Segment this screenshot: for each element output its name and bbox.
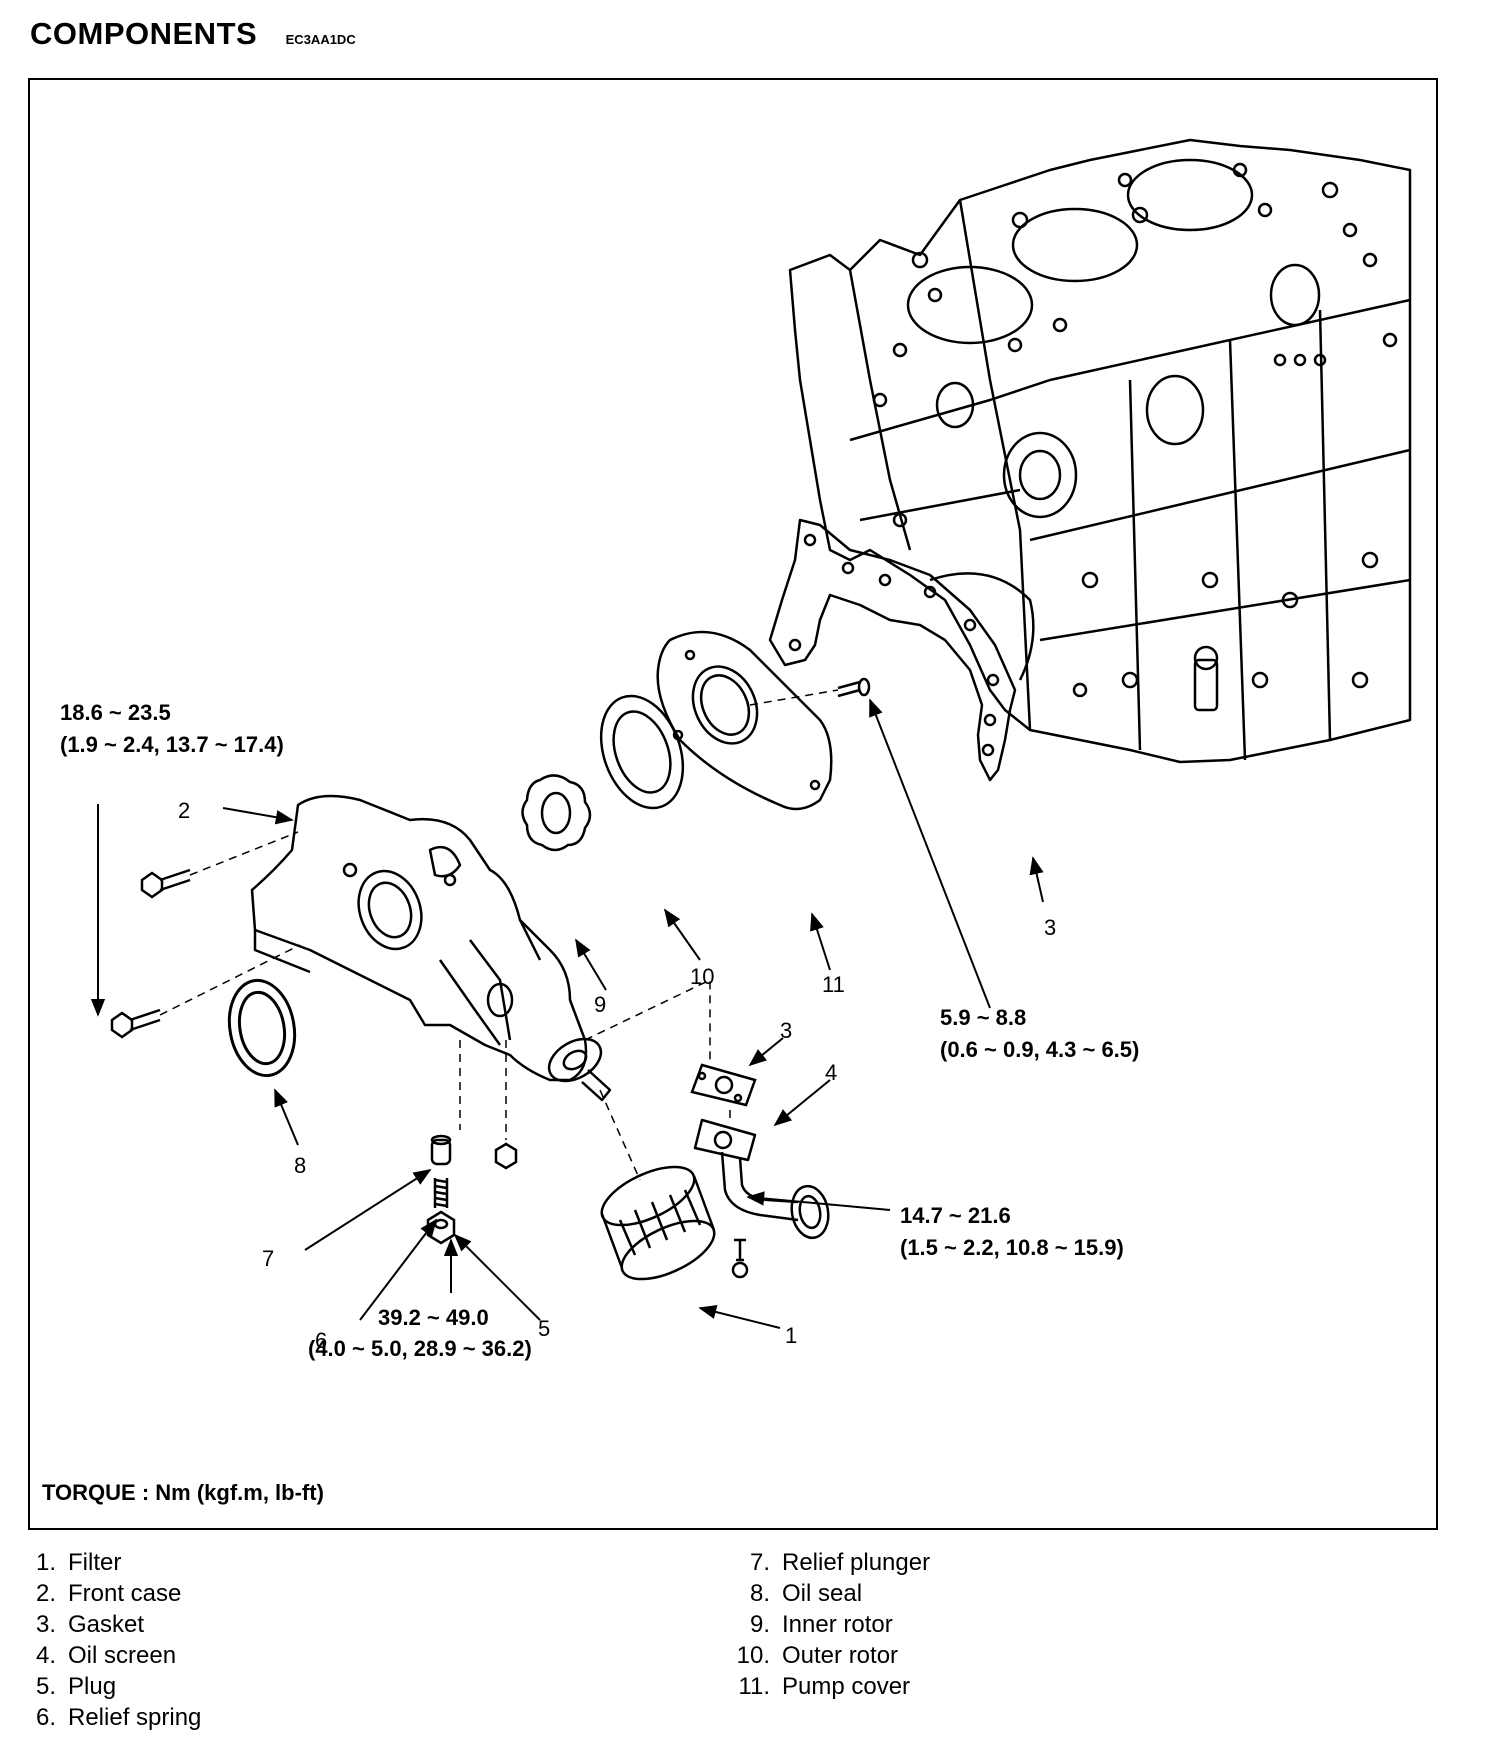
legend-item: 5.Plug xyxy=(35,1673,117,1700)
oil-seal xyxy=(227,978,297,1078)
torque-spec-cover-line2: (0.6 ~ 0.9, 4.3 ~ 6.5) xyxy=(940,1037,1139,1062)
cover-bolt xyxy=(837,677,871,698)
parts-legend: 1.Filter 2.Front case 3.Gasket 4.Oil scr… xyxy=(0,1548,1504,1748)
case-bolts xyxy=(110,868,191,1039)
legend-item: 3.Gasket xyxy=(35,1611,145,1638)
torque-spec-bolts-line1: 18.6 ~ 23.5 xyxy=(60,700,171,725)
engine-block xyxy=(788,138,1412,764)
screen-gasket xyxy=(690,1063,757,1107)
callout-5: 5 xyxy=(538,1316,550,1341)
legend-item: 10.Outer rotor xyxy=(736,1642,899,1669)
legend-item: 7.Relief plunger xyxy=(749,1549,931,1576)
oil-screen xyxy=(693,1118,830,1279)
oil-filter xyxy=(600,1165,716,1281)
legend-item: 11.Pump cover xyxy=(738,1673,911,1700)
torque-spec-plug-line2: (4.0 ~ 5.0, 28.9 ~ 36.2) xyxy=(308,1336,532,1361)
outer-rotor xyxy=(599,694,685,810)
callout-3-upper: 3 xyxy=(1044,915,1056,940)
legend-item: 2.Front case xyxy=(35,1580,182,1607)
inner-rotor xyxy=(521,774,592,852)
callout-1: 1 xyxy=(785,1323,797,1348)
callout-11: 11 xyxy=(822,972,845,997)
callout-6: 6 xyxy=(315,1328,327,1353)
legend-item: 9.Inner rotor xyxy=(749,1611,893,1638)
callout-10: 10 xyxy=(690,964,714,989)
assembly-lines xyxy=(159,689,839,1181)
torque-spec-bolts-line2: (1.9 ~ 2.4, 13.7 ~ 17.4) xyxy=(60,732,284,757)
torque-spec-screen-line1: 14.7 ~ 21.6 xyxy=(900,1203,1011,1228)
page-header: COMPONENTS EC3AA1DC xyxy=(30,16,356,56)
legend-item: 6.Relief spring xyxy=(35,1704,202,1731)
callout-7: 7 xyxy=(262,1246,274,1271)
callout-8: 8 xyxy=(294,1153,306,1178)
legend-item: 8.Oil seal xyxy=(749,1580,863,1607)
torque-spec-screen-line2: (1.5 ~ 2.2, 10.8 ~ 15.9) xyxy=(900,1235,1124,1260)
torque-spec-plug-line1: 39.2 ~ 49.0 xyxy=(378,1305,489,1330)
leader-arrows xyxy=(90,698,1044,1329)
legend-item: 1.Filter xyxy=(35,1549,122,1576)
torque-units-note: TORQUE : Nm (kgf.m, lb-ft) xyxy=(42,1480,324,1505)
callout-2: 2 xyxy=(178,798,190,823)
exploded-view-diagram: 1 2 3 3 4 5 6 7 8 9 10 11 18.6 ~ 23.5 (1… xyxy=(60,138,1412,1361)
page-title: COMPONENTS xyxy=(30,16,258,51)
callout-4: 4 xyxy=(825,1060,837,1085)
document-code: EC3AA1DC xyxy=(285,32,356,47)
relief-valve-parts xyxy=(426,1134,518,1245)
gasket-rear xyxy=(768,518,1017,782)
pump-cover xyxy=(656,630,833,811)
diagram-frame: 1 2 3 3 4 5 6 7 8 9 10 11 18.6 ~ 23.5 (1… xyxy=(28,78,1438,1530)
torque-spec-cover-line1: 5.9 ~ 8.8 xyxy=(940,1005,1026,1030)
callout-9: 9 xyxy=(594,992,606,1017)
legend-item: 4.Oil screen xyxy=(35,1642,177,1669)
callout-3-lower: 3 xyxy=(780,1018,792,1043)
front-case xyxy=(250,794,612,1102)
